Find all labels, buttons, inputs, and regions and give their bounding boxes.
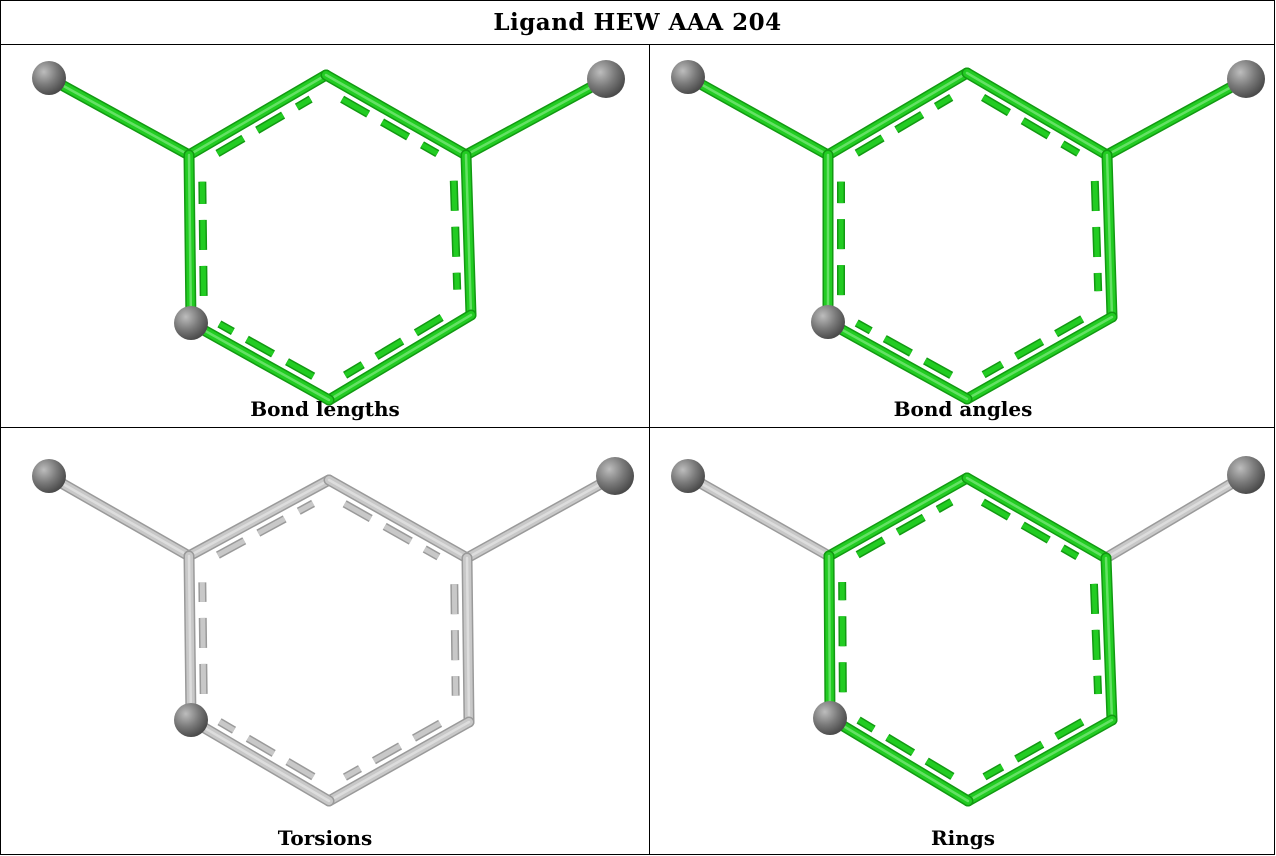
aromatic-dash: [855, 498, 954, 559]
panel-torsions: Torsions: [1, 428, 649, 854]
ring-bond: [962, 714, 1118, 807]
pendant-bond-right: [1101, 73, 1252, 161]
aromatic-dash: [1089, 583, 1103, 695]
ring-bond: [183, 69, 332, 161]
pendant-bond-right: [1100, 469, 1252, 564]
ring-bond: [824, 712, 974, 807]
pendant-bond-left: [682, 470, 835, 562]
atom-sphere: [174, 306, 208, 340]
ring-bond: [961, 472, 1112, 564]
pendant-bond-left: [43, 72, 195, 161]
ring-bond: [822, 316, 973, 405]
atom-sphere: [1227, 60, 1265, 98]
figure-title: Ligand HEW AAA 204: [1, 1, 1274, 45]
pendant-bond-right: [461, 470, 621, 564]
ring-bond: [823, 550, 836, 724]
aromatic-dash: [856, 716, 955, 780]
panel-caption: Bond lengths: [250, 397, 400, 421]
molecule-render: [671, 456, 1265, 807]
aromatic-dash: [981, 94, 1081, 157]
pendant-bond-right: [460, 73, 612, 161]
atom-sphere: [671, 60, 705, 94]
panel-caption: Rings: [930, 826, 995, 850]
aromatic-dash: [980, 498, 1080, 560]
panel-bond-angles: Bond angles: [650, 45, 1274, 427]
aromatic-dash: [340, 95, 440, 158]
atom-sphere: [587, 60, 625, 98]
aromatic-dash: [343, 313, 444, 379]
aromatic-dash: [449, 180, 462, 290]
aromatic-dash: [342, 500, 441, 561]
atom-sphere: [813, 701, 847, 735]
aromatic-dash: [215, 499, 315, 559]
ring-bond: [460, 149, 477, 321]
ring-bond: [323, 309, 477, 406]
ring-bond: [183, 149, 197, 329]
ring-bond: [961, 67, 1113, 161]
aromatic-dash: [982, 718, 1085, 781]
atom-sphere: [32, 61, 66, 95]
ring-bond: [1100, 552, 1118, 726]
atom-sphere: [596, 457, 634, 495]
aromatic-dash: [838, 582, 847, 693]
ring-bond: [323, 716, 475, 807]
ring-bond: [185, 317, 335, 406]
atom-sphere: [671, 459, 705, 493]
pendant-bond-left: [43, 470, 195, 562]
grid-divider-horizontal: [1, 427, 1274, 428]
atom-sphere: [32, 459, 66, 493]
ring-bond: [1101, 149, 1118, 323]
aromatic-dash: [450, 584, 460, 696]
aromatic-dash: [198, 181, 208, 296]
aromatic-dash: [217, 320, 316, 380]
aromatic-dash: [342, 719, 443, 781]
ring-bond: [320, 69, 472, 161]
pendant-bond-left: [682, 71, 834, 161]
panel-caption: Torsions: [277, 826, 373, 850]
aromatic-dash: [217, 718, 316, 781]
panel-rings: Rings: [650, 428, 1274, 854]
molecule-render: [32, 457, 634, 807]
ring-bond: [823, 472, 973, 562]
ring-bond: [323, 474, 473, 564]
atom-sphere: [811, 305, 845, 339]
ring-bond: [822, 67, 973, 161]
ring-bond: [185, 714, 335, 807]
atom-sphere: [174, 703, 208, 737]
ring-bond: [961, 311, 1118, 405]
ring-bond: [461, 552, 475, 728]
grid-divider-vertical: [649, 45, 650, 854]
molecule-render: [32, 60, 625, 406]
aromatic-dash: [854, 93, 954, 157]
panel-caption: Bond angles: [893, 397, 1033, 421]
aromatic-dash: [1090, 180, 1103, 292]
aromatic-dash: [198, 582, 208, 694]
ring-bond: [183, 550, 197, 726]
panel-bond-lengths: Bond lengths: [1, 45, 649, 427]
molecule-render: [671, 60, 1265, 405]
ring-bond: [183, 474, 335, 562]
aromatic-dash: [215, 95, 313, 157]
atom-sphere: [1227, 456, 1265, 494]
aromatic-dash: [854, 319, 954, 379]
aromatic-dash: [981, 315, 1085, 379]
